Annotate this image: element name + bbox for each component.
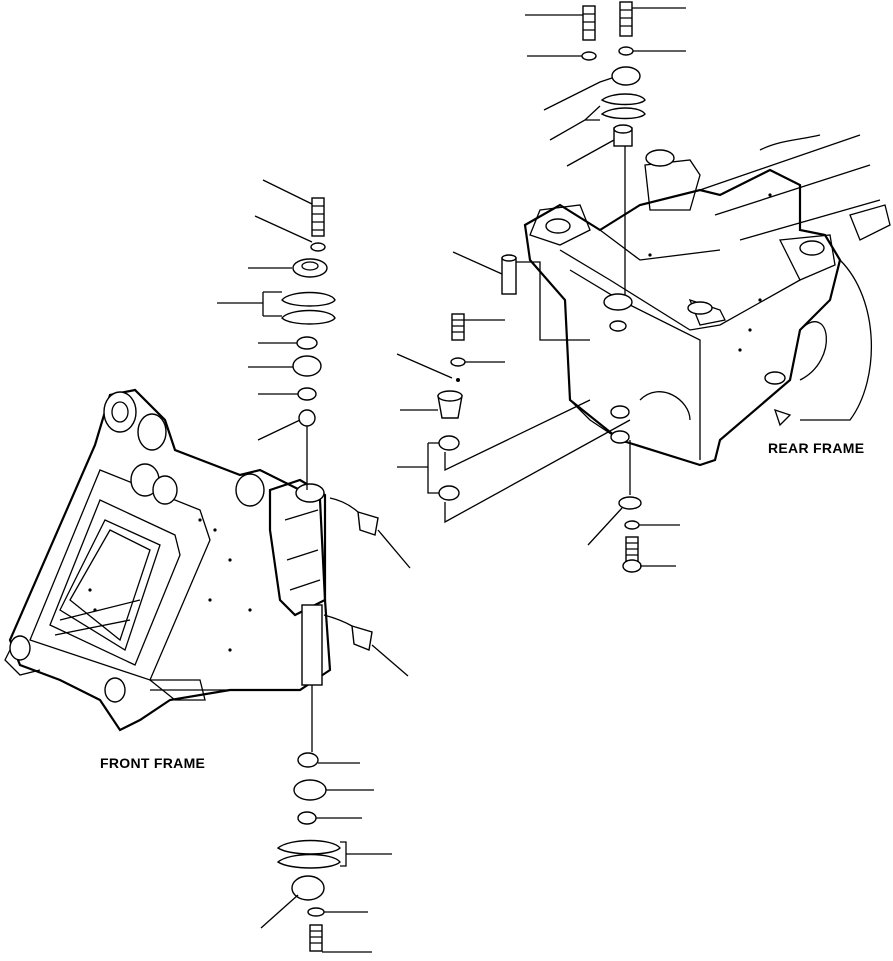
front-lower-pin-stack — [276, 604, 373, 952]
front-leader-lines — [217, 179, 411, 953]
rear-frame-label: REAR FRAME — [768, 440, 865, 456]
front-frame-label: FRONT FRAME — [100, 755, 206, 771]
rear-lower-pin-stack — [618, 440, 642, 573]
rear-upper-pin-stack — [501, 1, 646, 341]
front-frame-drawing — [4, 388, 332, 732]
front-upper-pin-stack — [281, 197, 379, 536]
rear-leader-lines — [396, 7, 686, 567]
rear-frame-drawing — [523, 134, 891, 467]
rear-middle-parts — [437, 313, 631, 524]
